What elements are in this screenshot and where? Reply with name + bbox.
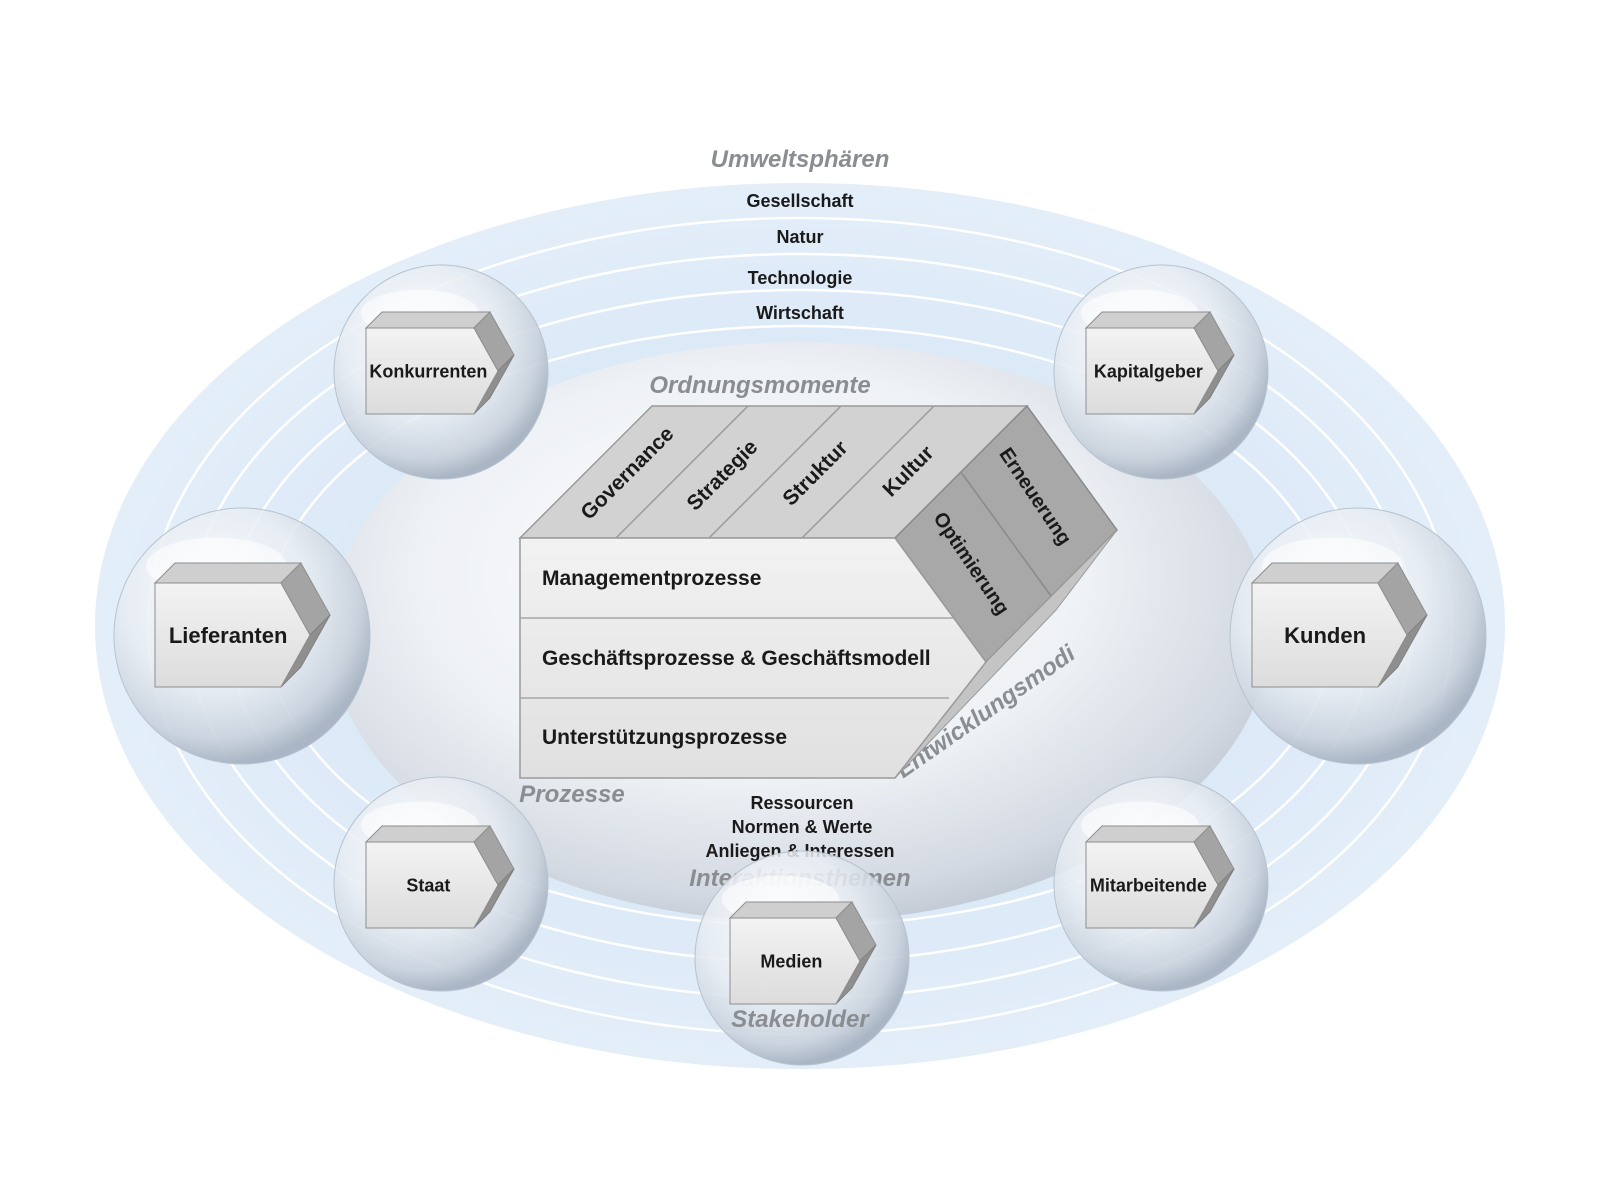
stakeholder-label-medien: Medien [760,951,822,971]
tag-top-face [364,311,492,329]
tag-top-face [153,562,303,584]
stakeholder-kapitalgeber: Kapitalgeber [1053,264,1269,480]
stakeholder-label-konkurrenten: Konkurrenten [369,361,487,381]
tag-top-face [1084,311,1212,329]
stakeholder-label-kapitalgeber: Kapitalgeber [1094,361,1203,381]
sphere-wirtschaft: Wirtschaft [756,303,844,323]
tag-top-face [1250,562,1400,584]
tag-front-face [729,917,861,1005]
sphere-gesellschaft: Gesellschaft [746,191,853,211]
cube-front-face [519,537,987,779]
label-ordnungsmomente: Ordnungsmomente [649,372,870,399]
stakeholder-kunden: Kunden [1229,507,1487,765]
tag-top-face [1084,825,1212,843]
tag-front-face [365,327,499,415]
tag-top-face [364,825,492,843]
process-geschaeft: Geschäftsprozesse & Geschäftsmodell [542,647,931,670]
tag-front-face [1085,841,1219,929]
stakeholder-label-kunden: Kunden [1284,623,1366,648]
sphere-technologie: Technologie [748,268,853,288]
tag-front-face [1085,327,1219,415]
stakeholder-label-mitarbeitende: Mitarbeitende [1090,875,1207,895]
tag-top-face [728,901,854,919]
process-management: Managementprozesse [542,567,761,590]
theme-ressourcen: Ressourcen [750,793,853,813]
label-prozesse: Prozesse [519,781,624,808]
tag-front-face [365,841,499,929]
stakeholder-medien: Medien [694,850,910,1066]
label-umweltsphaeren: Umweltsphären [711,146,890,173]
central-cube [518,404,1118,779]
stakeholder-konkurrenten: Konkurrenten [333,264,549,480]
tag-front-face [154,582,311,688]
stakeholder-label-lieferanten: Lieferanten [169,623,288,648]
tag-front-face [1251,582,1408,688]
process-unterstuetzung: Unterstützungsprozesse [542,726,787,749]
stakeholder-mitarbeitende: Mitarbeitende [1053,776,1269,992]
stakeholder-label-staat: Staat [406,875,450,895]
theme-normen-werte: Normen & Werte [732,817,873,837]
stakeholder-staat: Staat [333,776,549,992]
sphere-natur: Natur [776,227,823,247]
stakeholder-lieferanten: Lieferanten [113,507,371,765]
label-stakeholder: Stakeholder [731,1006,870,1033]
